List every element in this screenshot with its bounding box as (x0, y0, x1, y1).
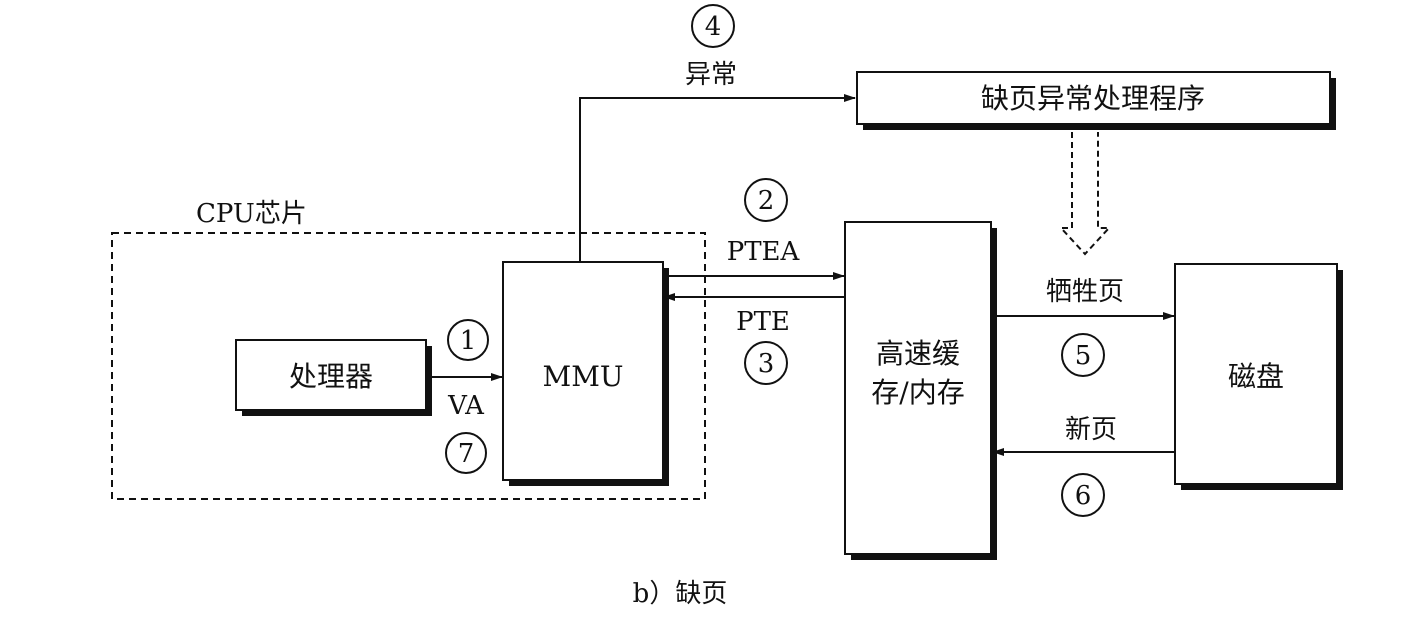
mmu-label: MMU (543, 360, 624, 393)
step-6-marker: 6 (1061, 473, 1105, 517)
page-fault-handler-box: 缺页异常处理程序 (856, 71, 1336, 130)
disk-label: 磁盘 (1228, 360, 1284, 393)
processor-box: 处理器 (235, 339, 432, 416)
step-7-marker: 7 (445, 432, 487, 474)
exception-arrow (579, 94, 856, 262)
disk-box: 磁盘 (1174, 263, 1343, 490)
step-1-marker: 1 (447, 319, 489, 361)
svg-text:2: 2 (758, 186, 775, 216)
page-fault-handler-label: 缺页异常处理程序 (981, 82, 1205, 115)
step-3-marker: 3 (744, 341, 788, 385)
mmu-box: MMU (502, 261, 669, 486)
cache-memory-label-line2: 存/内存 (871, 376, 964, 409)
svg-text:7: 7 (458, 439, 475, 469)
processor-label: 处理器 (289, 360, 373, 393)
pte-label: PTE (736, 307, 790, 337)
cache-memory-label-line1: 高速缓 (876, 337, 960, 370)
new-page-label: 新页 (1065, 415, 1117, 445)
svg-text:4: 4 (705, 12, 722, 42)
ptea-label: PTEA (727, 237, 801, 267)
step-5-marker: 5 (1061, 333, 1105, 377)
cache-memory-box: 高速缓 存/内存 (844, 221, 997, 560)
cpu-chip-boundary (111, 232, 706, 500)
exception-label: 异常 (685, 60, 737, 90)
cpu-chip-label: CPU芯片 (196, 199, 307, 229)
svg-text:5: 5 (1075, 341, 1092, 371)
va-label: VA (447, 391, 485, 421)
svg-text:3: 3 (758, 349, 775, 379)
step-2-marker: 2 (744, 178, 788, 222)
svg-text:6: 6 (1075, 481, 1092, 511)
victim-page-label: 牺牲页 (1046, 277, 1124, 307)
svg-text:1: 1 (460, 326, 477, 356)
figure-caption: b）缺页 (633, 579, 728, 609)
step-4-marker: 4 (691, 4, 735, 48)
handler-to-memory-arrow (1058, 132, 1112, 256)
